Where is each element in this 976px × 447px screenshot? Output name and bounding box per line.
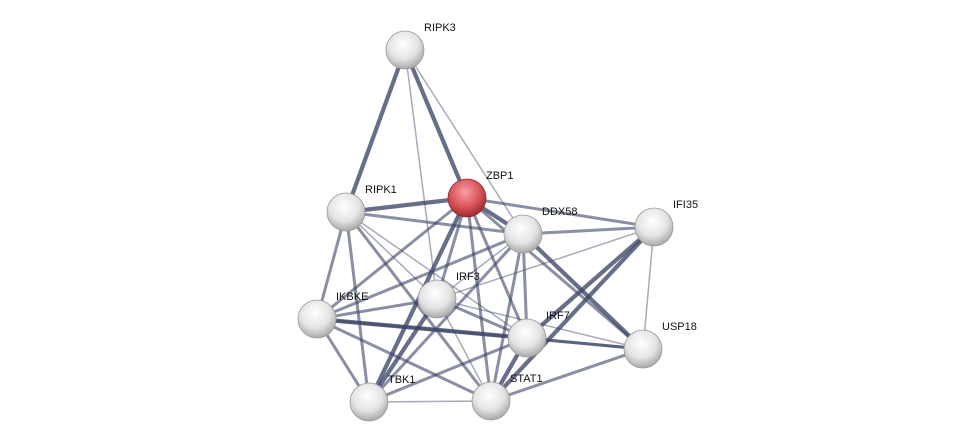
node-label: IRF3: [456, 271, 480, 283]
node-label: IKBKE: [336, 291, 368, 303]
edge-zbp1-ripk1[interactable]: [345, 195, 468, 215]
edge-ifi35-irf3[interactable]: [436, 226, 655, 300]
node-sphere[interactable]: [385, 30, 425, 70]
node-label: TBK1: [388, 374, 416, 386]
node-label: RIPK3: [424, 22, 456, 34]
edge-ifi35-usp18[interactable]: [642, 226, 655, 350]
node-sphere[interactable]: [634, 207, 674, 247]
node-label: ZBP1: [486, 170, 514, 182]
edge-zbp1-stat1[interactable]: [465, 197, 493, 402]
node-tbk1[interactable]: TBK1: [349, 374, 416, 422]
edge-irf3-tbk1[interactable]: [367, 297, 439, 404]
node-sphere[interactable]: [349, 382, 389, 422]
node-label: IFI35: [673, 199, 698, 211]
node-ifi35[interactable]: IFI35: [634, 199, 698, 247]
edge-zbp1-irf7[interactable]: [465, 197, 529, 339]
edge-ddx58-ikbke[interactable]: [316, 232, 524, 321]
edge-ripk1-tbk1[interactable]: [344, 211, 371, 403]
node-usp18[interactable]: USP18: [623, 321, 697, 369]
edge-zbp1-ikbke[interactable]: [316, 196, 468, 321]
edge-zbp1-usp18[interactable]: [466, 196, 644, 351]
node-ddx58[interactable]: DDX58: [503, 206, 577, 254]
node-label: RIPK1: [365, 184, 397, 196]
edge-ripk3-irf3[interactable]: [404, 49, 438, 300]
node-sphere[interactable]: [417, 279, 457, 319]
edge-ddx58-ifi35[interactable]: [522, 225, 655, 236]
node-sphere[interactable]: [503, 214, 543, 254]
node-sphere[interactable]: [447, 178, 487, 218]
edge-ikbke-stat1[interactable]: [316, 317, 492, 403]
node-ripk1[interactable]: RIPK1: [326, 184, 397, 232]
edge-zbp1-ifi35[interactable]: [466, 196, 655, 229]
edge-ripk1-stat1[interactable]: [344, 211, 493, 402]
node-ikbke[interactable]: IKBKE: [297, 291, 368, 339]
edge-ddx58-stat1[interactable]: [489, 233, 525, 402]
edge-stat1-usp18[interactable]: [490, 347, 644, 403]
node-sphere[interactable]: [623, 329, 663, 369]
edge-ripk1-irf7[interactable]: [345, 211, 528, 339]
node-sphere[interactable]: [326, 192, 366, 232]
edge-stat1-tbk1[interactable]: [368, 400, 492, 403]
edge-ripk3-zbp1[interactable]: [403, 49, 469, 199]
edge-ripk1-ddx58[interactable]: [345, 210, 524, 236]
node-stat1[interactable]: STAT1: [471, 373, 543, 421]
node-label: STAT1: [510, 373, 543, 385]
node-sphere[interactable]: [471, 381, 511, 421]
node-irf7[interactable]: IRF7: [507, 310, 570, 358]
node-zbp1[interactable]: ZBP1: [447, 170, 514, 218]
edge-ripk1-irf3[interactable]: [345, 211, 438, 300]
node-sphere[interactable]: [297, 299, 337, 339]
edge-irf3-ikbke[interactable]: [316, 297, 438, 321]
edge-irf7-usp18[interactable]: [526, 336, 644, 351]
node-label: USP18: [662, 321, 697, 333]
node-irf3[interactable]: IRF3: [417, 271, 480, 319]
edge-ddx58-tbk1[interactable]: [367, 232, 525, 404]
edges: [315, 49, 656, 404]
edge-irf7-tbk1[interactable]: [368, 336, 528, 404]
edge-ifi35-irf7[interactable]: [525, 225, 656, 340]
node-label: DDX58: [542, 206, 577, 218]
edge-ifi35-stat1[interactable]: [489, 225, 656, 403]
node-sphere[interactable]: [507, 318, 547, 358]
node-label: IRF7: [546, 310, 570, 322]
edge-ripk3-ripk1[interactable]: [344, 49, 407, 213]
node-ripk3[interactable]: RIPK3: [385, 22, 456, 70]
